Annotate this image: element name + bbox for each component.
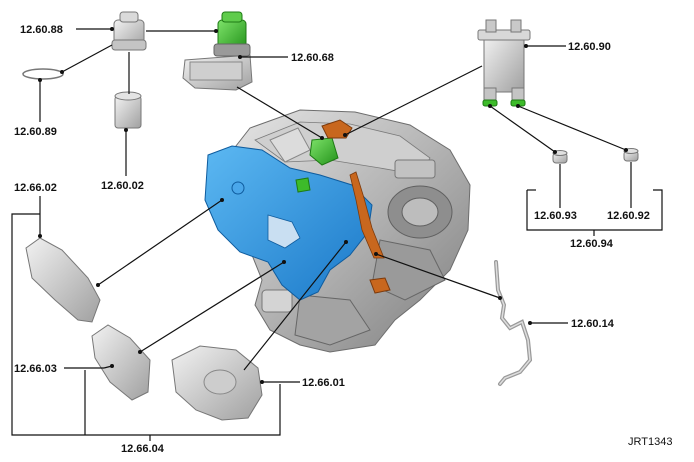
oil-filter-element-part xyxy=(114,91,142,129)
label-seal-right: 12.60.92 xyxy=(607,210,650,222)
upper-timing-cover-part xyxy=(25,237,101,323)
oil-pipe-highlight xyxy=(495,261,531,385)
label-front-cover-set: 12.66.04 xyxy=(121,443,165,455)
oil-filter-housing-part xyxy=(182,11,253,91)
timing-gear-cover-boss xyxy=(203,369,237,395)
leader-dots xyxy=(38,27,628,384)
label-seal-set: 12.60.94 xyxy=(570,238,614,250)
label-oil-filter-cap: 12.60.88 xyxy=(20,24,63,36)
label-upper-timing-cover: 12.66.02 xyxy=(14,182,57,194)
seal-left-part xyxy=(552,150,568,164)
label-oil-pipe: 12.60.14 xyxy=(571,318,615,330)
oil-cooler-housing-part xyxy=(477,19,531,107)
o-ring-part xyxy=(22,68,64,80)
label-oil-filter-element: 12.60.02 xyxy=(101,180,144,192)
oil-filter-cap-part xyxy=(111,11,147,51)
timing-cover-part xyxy=(91,324,151,401)
figure-reference: JRT1343 xyxy=(628,436,672,448)
label-timing-cover-set: 12.66.03 xyxy=(14,363,57,375)
label-seal-left: 12.60.93 xyxy=(534,210,577,222)
label-oil-filter-housing: 12.60.68 xyxy=(291,52,334,64)
engine-green-small xyxy=(295,177,311,193)
label-o-ring: 12.60.89 xyxy=(14,126,57,138)
label-timing-gear-cover: 12.66.01 xyxy=(302,377,345,389)
label-oil-cooler-housing: 12.60.90 xyxy=(568,41,611,53)
